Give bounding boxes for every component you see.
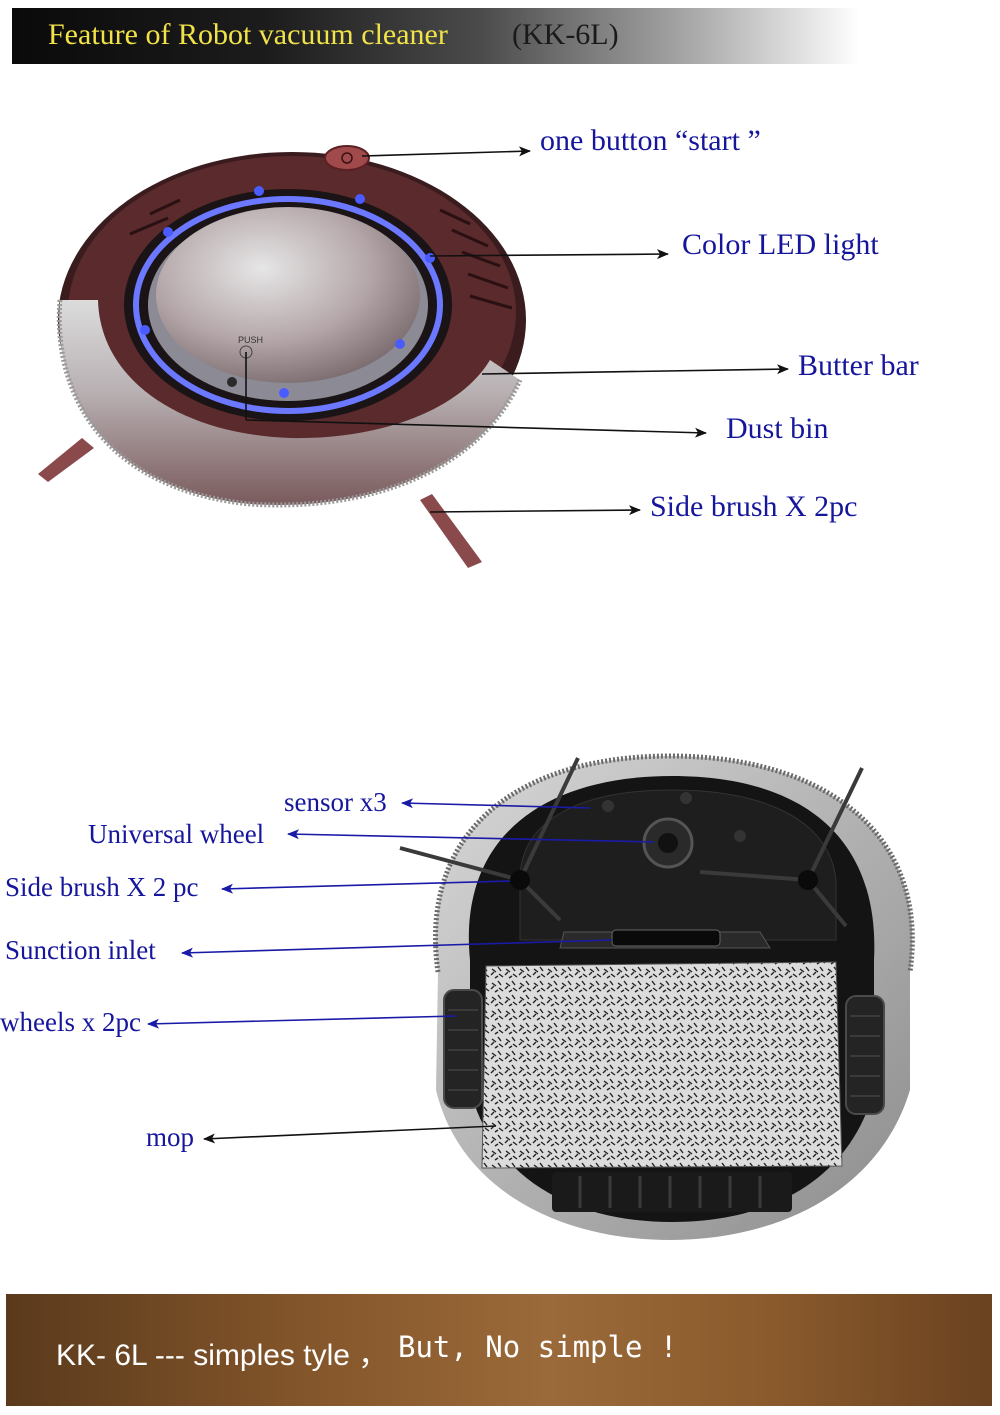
footer-slogan: But, No simple ! [398,1330,678,1364]
label-mop: mop [146,1122,195,1152]
label-side-brush-top: Side brush X 2pc [650,490,858,523]
robot-bottom-view [399,753,915,1240]
footer-tagline: KK- 6L --- simples tyle ， [56,1339,389,1372]
label-start-button: one button “start ” [540,124,761,157]
header-title: Feature of Robot vacuum cleaner [48,18,448,51]
push-marker: PUSH [238,335,263,345]
bottom-callout-lines [147,798,655,1144]
label-dust-bin: Dust bin [726,412,829,445]
label-butter-bar: Butter bar [798,349,919,382]
label-led-light: Color LED light [682,228,879,261]
footer-band [6,1294,992,1406]
robot-top-view: PUSH [38,145,526,568]
label-side-brush-bottom: Side brush X 2 pc [5,872,199,902]
label-universal-wheel: Universal wheel [88,819,265,849]
header-model: (KK-6L) [512,18,619,51]
label-sensor: sensor x3 [284,787,387,817]
label-wheels: wheels x 2pc [0,1007,141,1037]
header-band [12,8,860,64]
label-suction-inlet: Sunction inlet [5,935,156,965]
top-callout-lines [245,146,789,516]
